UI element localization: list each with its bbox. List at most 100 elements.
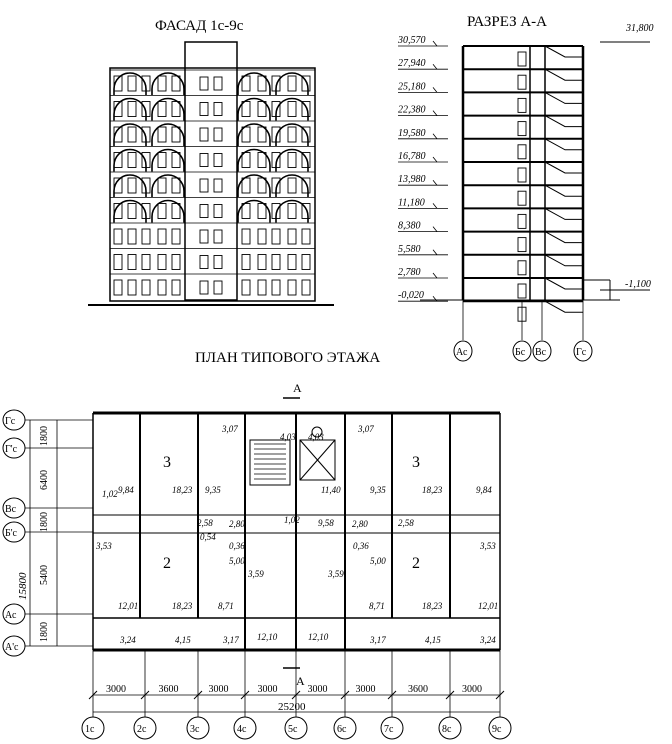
area-label: 2,58 (398, 518, 414, 528)
window (257, 254, 267, 270)
axis-bubble (573, 340, 593, 362)
window (241, 279, 251, 296)
axis-label: Гс (576, 347, 587, 358)
axis-bubble (488, 716, 512, 740)
area-label: 4,15 (425, 635, 441, 645)
area-label: 8,71 (218, 601, 234, 611)
window (127, 126, 137, 143)
stair-flight (544, 91, 583, 104)
stair-window (213, 280, 223, 295)
section-top-mark: 31,800 (625, 23, 654, 34)
window (127, 101, 137, 117)
window (287, 228, 297, 245)
axis-label: Ас (5, 610, 17, 621)
arch (113, 174, 147, 197)
axis-label: 4с (237, 724, 247, 735)
stair-window (199, 204, 209, 218)
level-mark: 22,380 (398, 105, 426, 116)
axis-bubble (380, 716, 404, 740)
window (301, 254, 311, 270)
axis-label: Ас (456, 347, 468, 358)
level-mark: 2,780 (398, 267, 421, 278)
section-drawing: 30,57027,94025,18022,38019,58016,78013,9… (397, 23, 654, 362)
stair-window (199, 127, 209, 142)
window (271, 228, 281, 245)
stair-flight (544, 45, 583, 58)
window (171, 254, 181, 270)
section-window (517, 167, 527, 183)
arch (275, 72, 309, 95)
window (157, 254, 167, 270)
level-mark: -0,020 (398, 290, 424, 301)
axis-label: 5с (288, 724, 298, 735)
window (157, 203, 167, 219)
dim-tick (340, 690, 350, 700)
dimension: 3000 (308, 684, 328, 695)
window (241, 254, 251, 270)
window (141, 279, 151, 296)
window (157, 126, 167, 143)
window (113, 152, 123, 168)
facade-title: ФАСАД 1с-9с (155, 18, 244, 34)
dim-tick (140, 690, 150, 700)
axis-label: Вс (5, 504, 17, 515)
window (271, 279, 281, 296)
arch (237, 148, 271, 172)
window (257, 228, 267, 245)
area-label: 2,58 (197, 518, 213, 528)
area-label: 12,10 (257, 632, 278, 642)
section-window (517, 97, 527, 113)
axis-bubble (512, 340, 532, 362)
dimension: 5400 (39, 565, 50, 585)
area-label: 9,84 (118, 485, 134, 495)
area-label: 3,24 (479, 635, 496, 645)
level-tick (432, 226, 438, 232)
axis-bubble (233, 716, 257, 740)
area-label: 3,17 (222, 635, 239, 645)
level-mark: 11,180 (398, 197, 425, 208)
room-number-2-right: 2 (412, 555, 420, 572)
axis-label: 7с (384, 724, 394, 735)
axis-label: 3с (190, 724, 200, 735)
section-window (517, 74, 527, 90)
area-label: 0,36 (229, 541, 245, 551)
section-window (517, 213, 527, 229)
dimension: 1800 (39, 426, 50, 446)
area-label: 9,58 (318, 518, 334, 528)
level-tick (432, 133, 438, 140)
window (287, 254, 297, 270)
total-dimension: 25200 (278, 701, 306, 713)
window (127, 75, 137, 92)
area-label: 18,23 (172, 601, 193, 611)
level-mark: 30,570 (397, 35, 426, 46)
stair-window (199, 280, 209, 295)
total-dimension: 15800 (17, 572, 29, 600)
area-label: 3,53 (95, 541, 112, 551)
window (171, 279, 181, 296)
level-tick (432, 87, 438, 93)
stair-window (199, 255, 209, 269)
window (301, 101, 311, 117)
stair-flight (544, 277, 583, 290)
section-window (517, 237, 527, 253)
window (171, 228, 181, 245)
stair-window (199, 153, 209, 167)
dimension: 6400 (39, 470, 50, 490)
axis-bubble (133, 716, 157, 740)
area-label: 9,84 (476, 485, 492, 495)
window (287, 126, 297, 143)
stair-flight (544, 184, 583, 197)
level-tick (432, 110, 438, 116)
window (113, 101, 123, 117)
window (301, 228, 311, 245)
window (287, 101, 297, 117)
axis-bubble (333, 716, 357, 740)
window (127, 203, 137, 219)
axis-label: 6с (337, 724, 347, 735)
area-label: 3,07 (357, 424, 374, 434)
area-label: 5,00 (370, 556, 386, 566)
axis-label: Вс (535, 347, 547, 358)
arch (237, 174, 271, 197)
window (113, 279, 123, 296)
area-label: 18,23 (422, 485, 443, 495)
